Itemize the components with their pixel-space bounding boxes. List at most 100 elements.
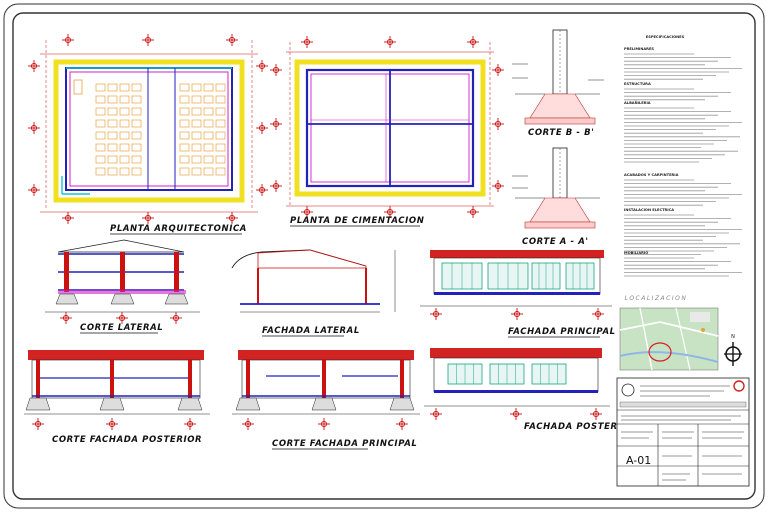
- desk-icon: [131, 119, 142, 128]
- desk-icon: [179, 107, 190, 116]
- grid-marker: [590, 408, 602, 420]
- desk-icon: [215, 131, 226, 140]
- title-fachada-lateral: FACHADA LATERAL: [262, 326, 360, 336]
- grid-marker: [226, 212, 238, 224]
- desk-icon: [215, 119, 226, 128]
- grid-marker: [170, 312, 182, 324]
- desk-icon: [95, 95, 106, 104]
- spec-section: ALBAÑILERIA: [624, 100, 651, 105]
- grid-marker: [62, 34, 74, 46]
- grid-marker: [301, 36, 313, 48]
- grid-marker: [270, 180, 282, 192]
- desk-icon: [95, 131, 106, 140]
- desk-icon: [191, 143, 202, 152]
- grid-marker: [592, 308, 604, 320]
- desk-icon: [179, 167, 190, 176]
- corte-b-footing: [512, 29, 604, 125]
- desk-grid: [95, 83, 226, 176]
- fachada-principal: [420, 250, 612, 320]
- desk-icon: [191, 83, 202, 92]
- desk-icon: [179, 83, 190, 92]
- specifications-block: ESPECIFICACIONES PRELIMINARES ESTRUCTURA…: [624, 35, 742, 277]
- desk-icon: [131, 143, 142, 152]
- grid-markers: [60, 312, 182, 324]
- window-grid: [441, 262, 595, 290]
- desk-icon: [203, 119, 214, 128]
- spec-section: PRELIMINARES: [624, 47, 654, 51]
- title-fachada-posterior: FACHADA POSTERIOR: [524, 422, 636, 432]
- grid-marker: [430, 308, 442, 320]
- desk-icon: [107, 107, 118, 116]
- grid-marker: [106, 418, 118, 430]
- grid-marker: [62, 212, 74, 224]
- desk-icon: [119, 155, 130, 164]
- grid-markers: [430, 308, 604, 320]
- corte-fachada-posterior: [24, 350, 210, 430]
- desk-icon: [131, 131, 142, 140]
- grid-marker: [467, 36, 479, 48]
- desk-icon: [107, 143, 118, 152]
- desk-icon: [179, 155, 190, 164]
- desk-icon: [203, 167, 214, 176]
- desk-icon: [119, 143, 130, 152]
- desk-icon: [191, 155, 202, 164]
- desk-icon: [119, 107, 130, 116]
- grid-markers: [242, 418, 408, 430]
- grid-marker: [396, 418, 408, 430]
- grid-marker: [492, 64, 504, 76]
- grid-marker: [142, 212, 154, 224]
- desk-icon: [119, 95, 130, 104]
- desk-icon: [203, 107, 214, 116]
- grid-marker: [256, 122, 268, 134]
- title-block: A-01: [616, 377, 750, 487]
- desk-icon: [131, 167, 142, 176]
- grid-marker: [116, 312, 128, 324]
- desk-icon: [203, 95, 214, 104]
- desk-icon: [191, 107, 202, 116]
- desk-icon: [95, 107, 106, 116]
- desk-icon: [215, 143, 226, 152]
- localizacion-map: LOCALIZACION N: [619, 295, 742, 371]
- grid-marker: [242, 418, 254, 430]
- grid-marker: [142, 34, 154, 46]
- institution-logo: [621, 383, 635, 397]
- desk-icon: [119, 119, 130, 128]
- title-planta-cimentacion: PLANTA DE CIMENTACION: [290, 216, 424, 226]
- grid-markers: [32, 418, 196, 430]
- desk-icon: [131, 95, 142, 104]
- grid-marker: [492, 118, 504, 130]
- desk-icon: [107, 167, 118, 176]
- north-label: N: [731, 334, 735, 340]
- grid-marker: [28, 60, 40, 72]
- desk-icon: [191, 119, 202, 128]
- fachada-posterior: [424, 348, 610, 420]
- desk-icon: [203, 131, 214, 140]
- desk-icon: [215, 95, 226, 104]
- title-fachada-principal: FACHADA PRINCIPAL: [508, 327, 616, 337]
- desk-icon: [191, 131, 202, 140]
- inner-frame: [12, 12, 756, 500]
- grid-marker: [32, 418, 44, 430]
- desk-icon: [95, 155, 106, 164]
- grid-marker: [28, 184, 40, 196]
- desk-icon: [95, 143, 106, 152]
- grid-marker: [256, 184, 268, 196]
- grid-marker: [492, 180, 504, 192]
- title-corte-fachada-principal: CORTE FACHADA PRINCIPAL: [272, 439, 417, 449]
- fachada-lateral: [231, 249, 396, 313]
- desk-icon: [179, 143, 190, 152]
- desk-icon: [107, 155, 118, 164]
- grid-marker: [467, 206, 479, 218]
- desk-icon: [191, 95, 202, 104]
- spec-section: MOBILIARIO: [624, 251, 648, 255]
- spec-section: ESTRUCTURA: [624, 82, 651, 86]
- planta-cimentacion: [270, 36, 504, 218]
- title-corte-fachada-posterior: CORTE FACHADA POSTERIOR: [52, 435, 202, 445]
- desk-icon: [131, 107, 142, 116]
- corte-a-footing: [512, 147, 600, 229]
- grid-marker: [301, 206, 313, 218]
- grid-marker: [28, 122, 40, 134]
- desk-icon: [107, 95, 118, 104]
- title-corte-lateral: CORTE LATERAL: [80, 323, 163, 333]
- desk-icon: [107, 83, 118, 92]
